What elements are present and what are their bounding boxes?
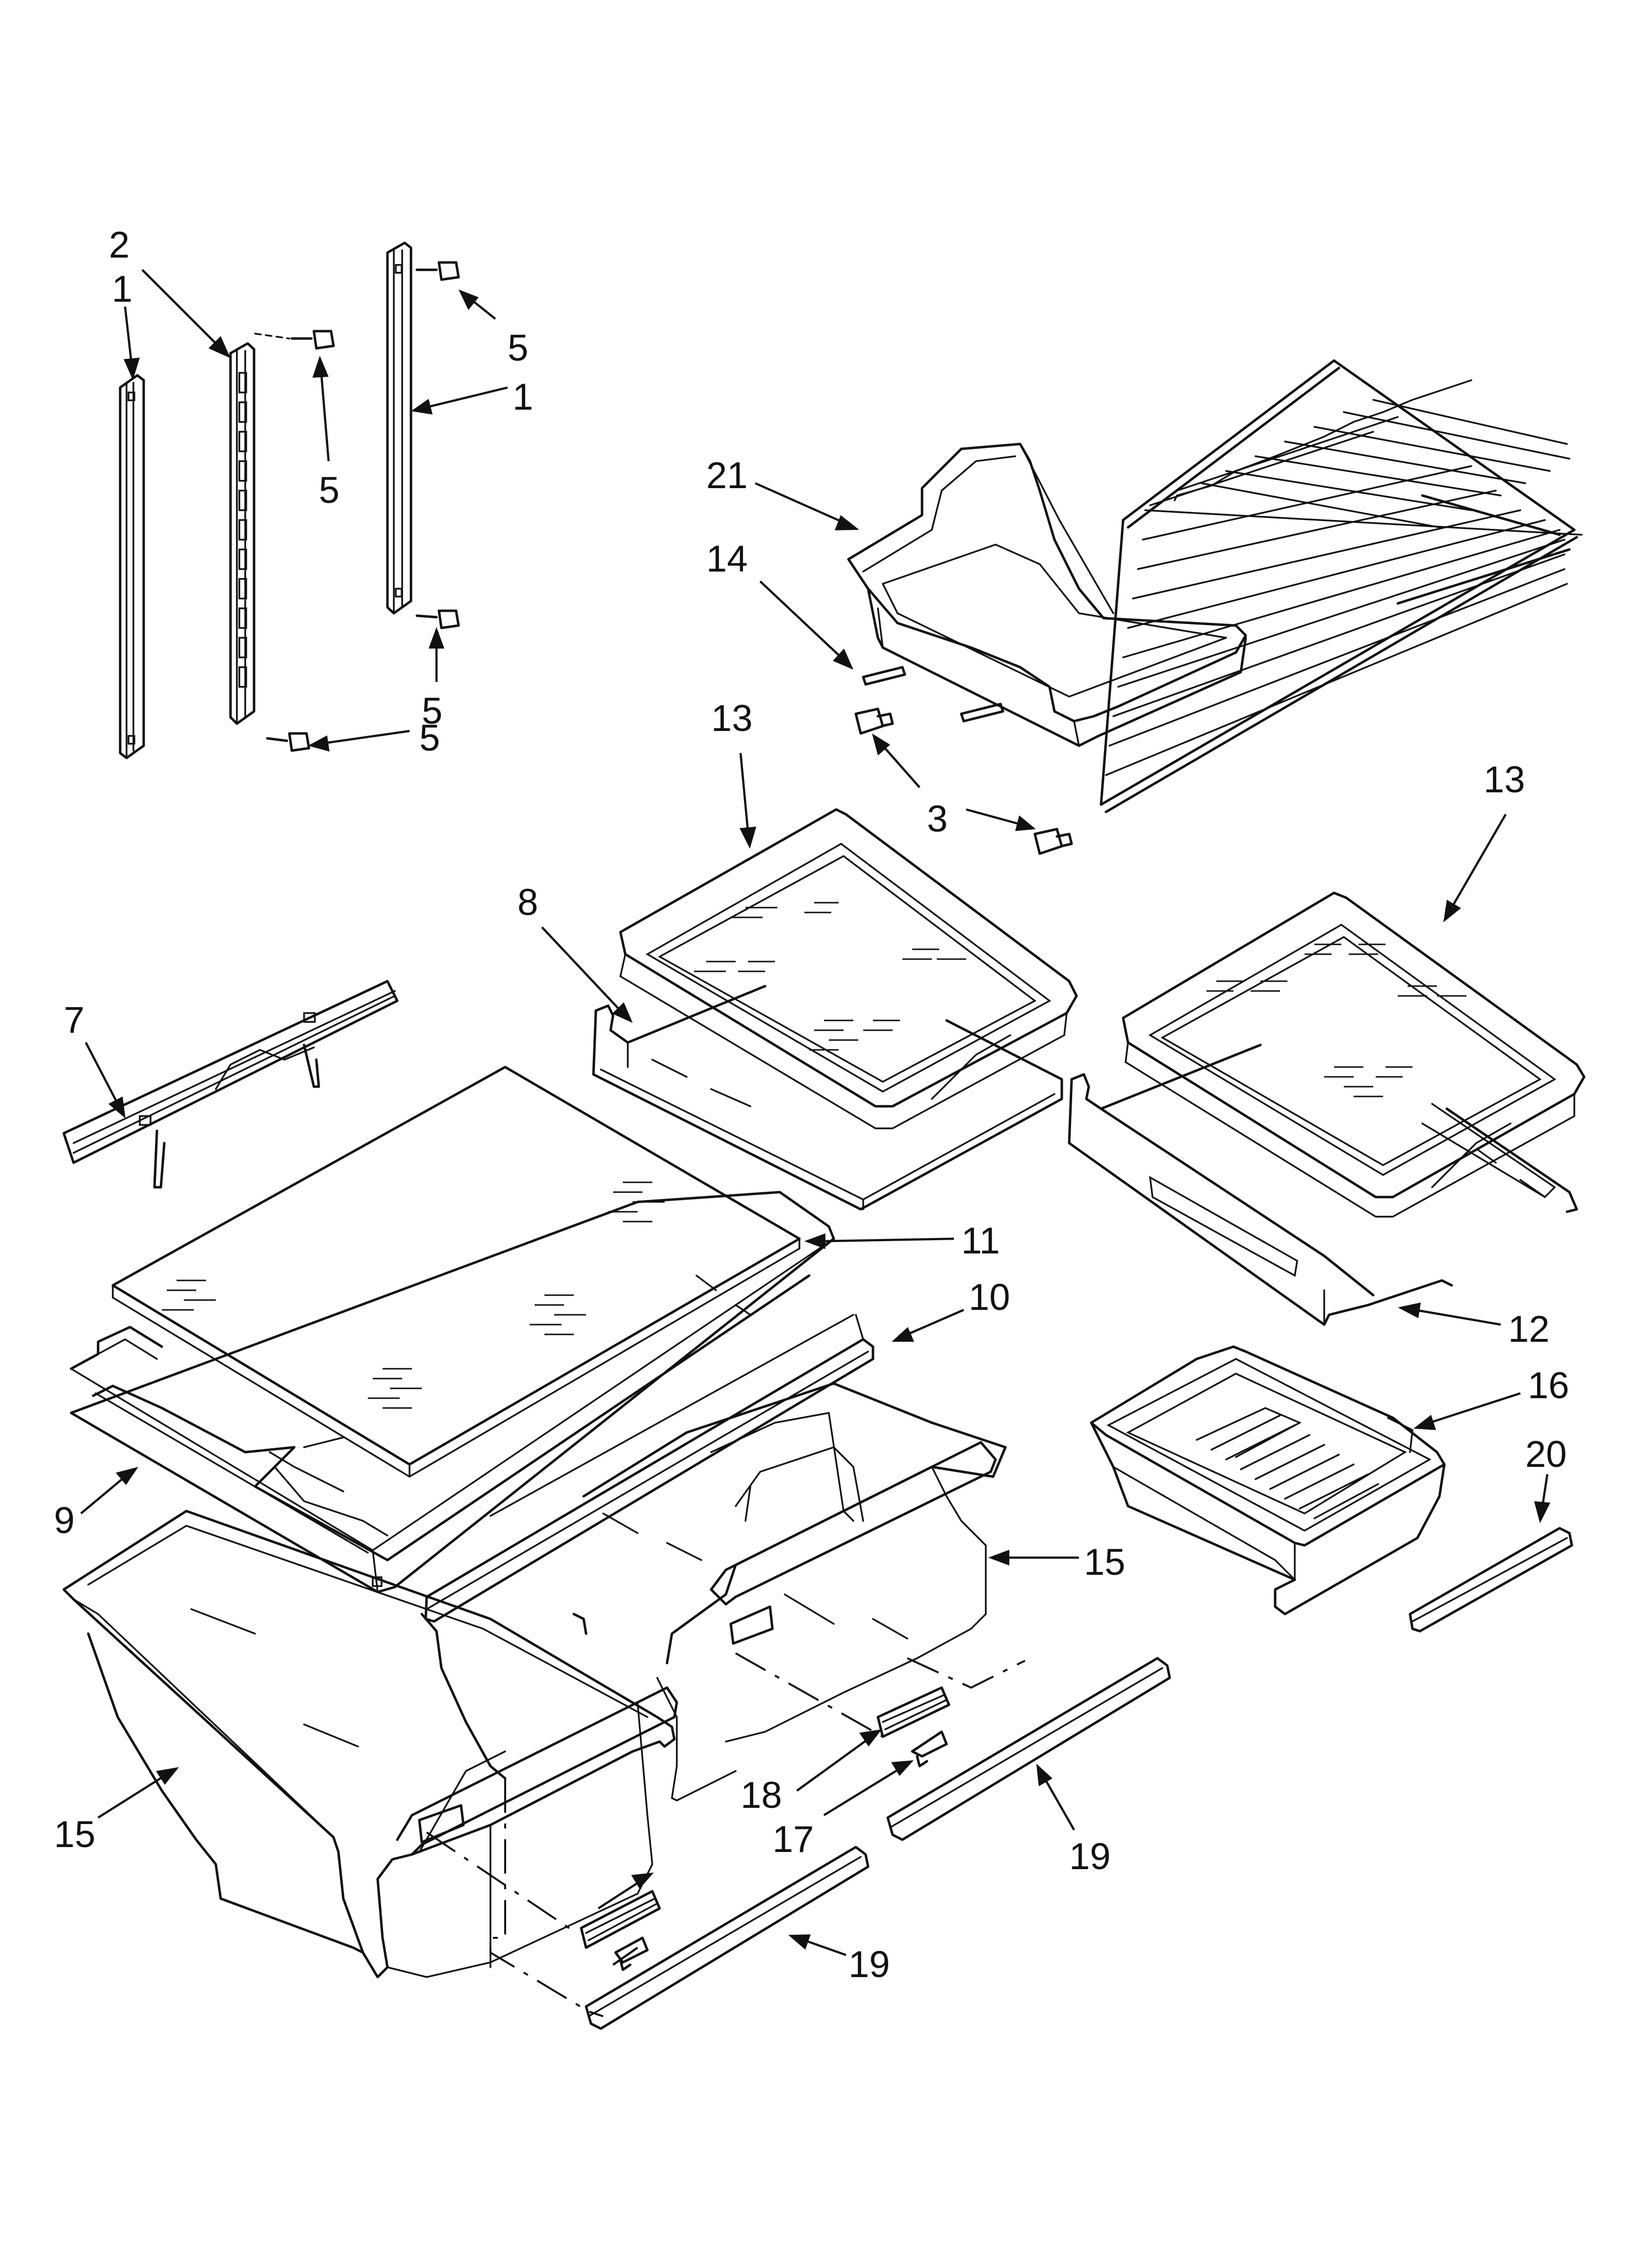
crisper-cover-control bbox=[62, 980, 399, 1189]
glass-shelf-center bbox=[619, 808, 1078, 1129]
shelf-bin bbox=[847, 443, 1247, 747]
crisper-divider bbox=[424, 1314, 874, 1623]
callout-1: 1 bbox=[513, 376, 533, 418]
callout-5: 5 bbox=[508, 327, 528, 369]
wire-shelf bbox=[1100, 359, 1583, 813]
callout-14: 14 bbox=[706, 538, 748, 580]
shelf-support-center bbox=[229, 342, 256, 725]
callout-9: 9 bbox=[54, 1500, 75, 1541]
callout-1: 1 bbox=[112, 268, 132, 310]
callout-8: 8 bbox=[517, 882, 538, 923]
crisper-frame bbox=[70, 1191, 835, 1593]
shelf-support-left bbox=[119, 374, 145, 759]
drawer-clip bbox=[580, 1890, 661, 1949]
screw-icon bbox=[254, 330, 335, 350]
callout-12: 12 bbox=[1508, 1308, 1550, 1350]
callout-labels: 2 1 5 5 1 5 5 21 14 13 3 13 8 7 11 10 12… bbox=[54, 224, 1569, 1985]
glass-shelf-right bbox=[1122, 891, 1586, 1218]
callout-3: 3 bbox=[927, 798, 948, 840]
drawer-clip bbox=[876, 1686, 950, 1738]
shelf-frame-center bbox=[592, 985, 1063, 1211]
shelf-stud-icon bbox=[854, 707, 894, 735]
callout-16: 16 bbox=[1528, 1365, 1569, 1407]
screw-icon bbox=[266, 732, 310, 752]
drawer-trim bbox=[1409, 1527, 1573, 1633]
drawer-stop bbox=[614, 1936, 649, 1971]
callout-13: 13 bbox=[1484, 759, 1525, 801]
callout-2: 2 bbox=[109, 224, 129, 266]
callout-15: 15 bbox=[54, 1814, 96, 1855]
callout-5: 5 bbox=[319, 469, 339, 511]
pin bbox=[862, 666, 1004, 723]
meat-drawer bbox=[1090, 1345, 1446, 1616]
crisper-drawer-left bbox=[62, 1510, 678, 2017]
callout-21: 21 bbox=[706, 455, 748, 496]
drawer-stop bbox=[911, 1730, 948, 1768]
screw-icon bbox=[415, 609, 460, 629]
crisper-glass-panel bbox=[111, 1066, 801, 1478]
callout-13: 13 bbox=[711, 698, 753, 739]
callout-20: 20 bbox=[1525, 1434, 1567, 1475]
drawer-handle-right bbox=[886, 1657, 1171, 1841]
callout-17: 17 bbox=[772, 1819, 814, 1860]
callout-leaders bbox=[80, 269, 1550, 1966]
callout-7: 7 bbox=[64, 999, 84, 1041]
callout-5: 5 bbox=[422, 690, 442, 732]
shelf-support-right bbox=[386, 241, 412, 615]
callout-18: 18 bbox=[741, 1774, 782, 1816]
screw-icon bbox=[415, 261, 460, 281]
callout-19: 19 bbox=[1069, 1836, 1111, 1877]
crisper-drawer-right bbox=[420, 1382, 1026, 1801]
callout-15: 15 bbox=[1084, 1541, 1126, 1583]
callout-19: 19 bbox=[848, 1944, 890, 1985]
shelf-stud-icon bbox=[1033, 828, 1073, 855]
callout-10: 10 bbox=[969, 1277, 1010, 1318]
shelf-frame-right bbox=[1068, 1043, 1578, 1326]
drawer-handle-left bbox=[585, 1846, 870, 2030]
callout-11: 11 bbox=[961, 1220, 1000, 1262]
callout-5: 5 bbox=[419, 717, 440, 759]
